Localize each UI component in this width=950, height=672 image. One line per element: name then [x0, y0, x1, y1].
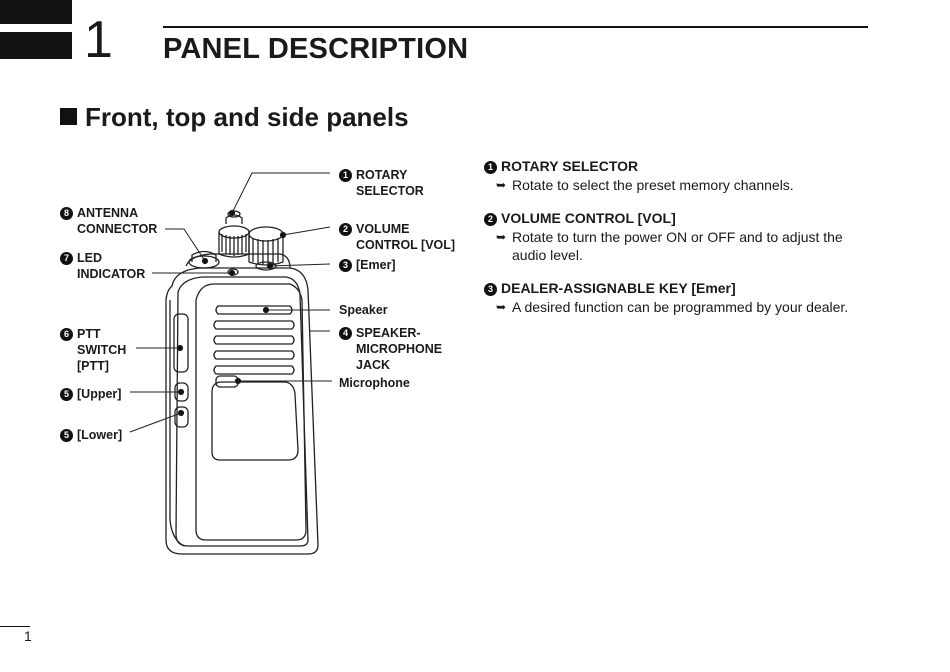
chapter-number: 1	[84, 11, 113, 69]
footer-rule	[0, 626, 30, 627]
title-rule	[163, 26, 868, 28]
description-text: A desired function can be programmed by …	[512, 299, 849, 315]
number-1-icon: 1	[339, 169, 352, 182]
ptt-switch-shape	[173, 313, 189, 373]
rotary-leader	[231, 172, 330, 214]
arrow-bullet-icon: ➥	[495, 178, 507, 192]
description-text: Rotate to select the preset memory chann…	[512, 177, 794, 193]
number-3-icon: 3	[339, 259, 352, 272]
callout-speaker: Speaker	[339, 303, 388, 317]
callout-upper-key: 5[Upper]	[60, 386, 121, 402]
lower-button-shape	[174, 406, 189, 428]
arrow-bullet-icon: ➥	[495, 300, 507, 314]
lower-leader	[129, 412, 182, 433]
page-number: 1	[24, 628, 32, 644]
number-5-icon: 5	[60, 429, 73, 442]
callout-lower-key: 5[Lower]	[60, 427, 122, 443]
chapter-tab-bottom	[0, 32, 72, 59]
number-4-icon: 4	[339, 327, 352, 340]
page-title: PANEL DESCRIPTION	[163, 33, 469, 65]
number-6-icon: 6	[60, 328, 73, 341]
number-5-icon: 5	[60, 388, 73, 401]
antenna-connector	[191, 250, 217, 262]
speaker-grille-4	[213, 350, 295, 360]
number-2-icon: 2	[339, 223, 352, 236]
callout-microphone: Microphone	[339, 376, 410, 390]
speaker-grille-2	[213, 320, 295, 330]
label-recess	[211, 381, 299, 461]
volume-leader	[282, 226, 331, 236]
radio-body	[165, 267, 319, 555]
antenna-leader	[165, 228, 206, 262]
arrow-bullet-icon: ➥	[495, 230, 507, 244]
callout-emer-key: 3[Emer]	[339, 257, 396, 273]
description-text: Rotate to turn the power ON or OFF and t…	[512, 229, 843, 263]
antenna-base	[188, 255, 220, 269]
volume-knob	[248, 236, 284, 266]
emer-leader	[269, 263, 331, 267]
number-8-icon: 8	[60, 207, 73, 220]
section-heading-text: Front, top and side panels	[85, 102, 409, 132]
front-panel	[195, 283, 307, 541]
speaker-grille-5	[213, 365, 295, 375]
chapter-tab-top	[0, 0, 72, 24]
section-heading: Front, top and side panels	[60, 102, 409, 133]
speaker-grille-3	[213, 335, 295, 345]
side-rail	[169, 300, 185, 547]
number-1-icon: 1	[484, 161, 497, 174]
speaker-grille-1	[215, 305, 293, 315]
square-bullet-icon	[60, 108, 77, 125]
number-3-icon: 3	[484, 283, 497, 296]
number-7-icon: 7	[60, 252, 73, 265]
number-2-icon: 2	[484, 213, 497, 226]
